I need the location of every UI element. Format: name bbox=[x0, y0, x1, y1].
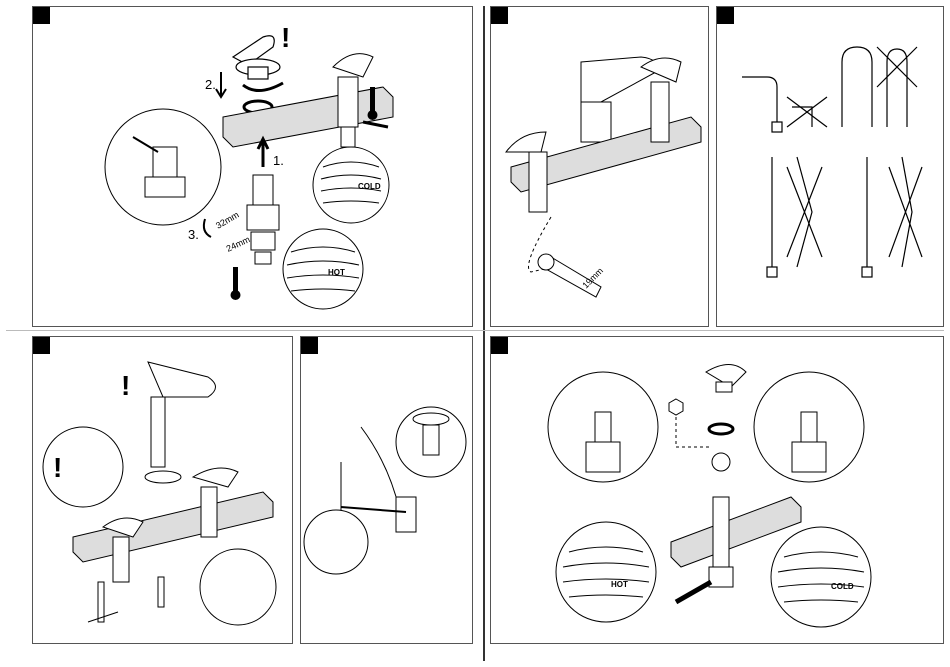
warning-mark: ! bbox=[281, 22, 290, 53]
panel-connection: 19mm bbox=[490, 6, 709, 327]
cartridge-removal-illustration: ! 2. bbox=[33, 7, 474, 328]
step-3-marker: 3. bbox=[188, 219, 211, 242]
detail-circle-rod bbox=[304, 510, 368, 574]
hose-ok-bend bbox=[742, 77, 782, 132]
pointer-arrow bbox=[363, 122, 388, 127]
hot-label-top: HOT bbox=[328, 268, 345, 277]
spindle-top bbox=[712, 453, 730, 471]
page-divider-vertical bbox=[483, 6, 485, 661]
hex-icon bbox=[669, 399, 683, 415]
step-2-marker: 2. bbox=[205, 72, 226, 97]
tool bbox=[88, 577, 164, 622]
step-3-label: 3. bbox=[188, 227, 199, 242]
cold-label-bottom: COLD bbox=[831, 582, 854, 591]
aerator-illustration: ! ! bbox=[33, 337, 294, 645]
warning-mark-2: ! bbox=[53, 452, 62, 483]
washer bbox=[145, 471, 181, 483]
handle bbox=[706, 365, 746, 393]
hose-bending-illustration bbox=[717, 7, 945, 328]
hose-ok-loop bbox=[842, 47, 872, 127]
popup-waste-illustration bbox=[301, 337, 474, 645]
wrench-size-b: 24mm bbox=[225, 234, 252, 254]
panel-hose-bending bbox=[716, 6, 944, 327]
step-1-marker: 1. bbox=[258, 139, 284, 168]
detail-circle-cold bbox=[771, 527, 871, 627]
hex-guide bbox=[676, 417, 709, 447]
hose-bad-bend bbox=[787, 97, 827, 127]
page-divider-horizontal bbox=[6, 330, 944, 331]
detail-circle-hot bbox=[283, 229, 363, 309]
hose-straight-ok-2 bbox=[862, 157, 872, 277]
countertop bbox=[223, 87, 393, 147]
connection-illustration: 19mm bbox=[491, 7, 710, 328]
step-2-label: 2. bbox=[205, 77, 216, 92]
cartridge-swap-illustration: HOT COLD bbox=[491, 337, 945, 645]
wrench-size-a: 32mm bbox=[214, 210, 241, 231]
hose-straight-ok-1 bbox=[767, 157, 777, 277]
hot-label-bottom: HOT bbox=[611, 580, 628, 589]
step-1-label: 1. bbox=[273, 153, 284, 168]
cold-label-top: COLD bbox=[358, 182, 381, 191]
panel-cartridge-swap: HOT COLD bbox=[490, 336, 944, 644]
hose-twisted-bad-1 bbox=[787, 157, 822, 267]
lever-handle bbox=[233, 36, 280, 79]
panel-popup-waste bbox=[300, 336, 473, 644]
o-ring bbox=[709, 424, 733, 434]
rotate-arrow bbox=[243, 83, 283, 91]
warning-mark-1: ! bbox=[121, 370, 130, 401]
hose-twisted-bad-2 bbox=[889, 157, 922, 267]
basin-edge bbox=[361, 427, 401, 517]
cold-thermometer-icon bbox=[231, 267, 241, 300]
panel-cartridge-removal: ! 2. bbox=[32, 6, 473, 327]
detail-circle-clip bbox=[200, 549, 276, 625]
cartridge-column bbox=[247, 175, 279, 264]
spout bbox=[148, 362, 216, 467]
panel-aerator: ! ! bbox=[32, 336, 293, 644]
hose-bad-loop bbox=[877, 47, 917, 127]
detail-circle-hot bbox=[556, 522, 656, 622]
